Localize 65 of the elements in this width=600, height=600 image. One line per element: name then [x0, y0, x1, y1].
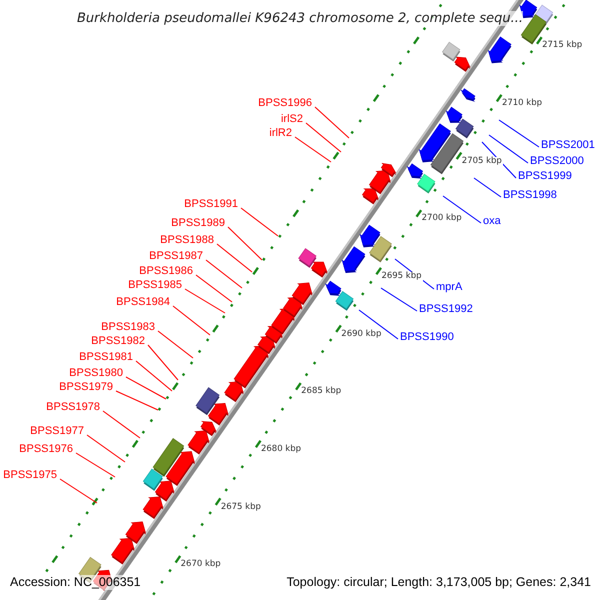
gene-label: BPSS1981 [79, 352, 133, 363]
gene-label: BPSS1999 [518, 171, 572, 182]
gene-label: BPSS1979 [59, 382, 113, 393]
scale-label: 2680 kbp [260, 444, 302, 454]
scale-label: 2695 kbp [380, 272, 423, 281]
gene-label: BPSS1985 [128, 280, 182, 291]
leader-line [148, 344, 178, 380]
gene-label: BPSS2000 [530, 156, 584, 167]
gene-label: BPSS1986 [139, 266, 193, 277]
leader-line [314, 106, 350, 138]
leader-line [126, 376, 166, 400]
leader-line [136, 360, 172, 392]
leader-line [380, 288, 418, 312]
gene-label: BPSS1984 [116, 297, 170, 308]
gene-label: BPSS1990 [400, 332, 454, 343]
gene-label: BPSS1983 [101, 322, 155, 333]
leader-line [172, 306, 210, 336]
gene-label: BPSS1980 [69, 368, 123, 379]
leader-line [116, 390, 158, 410]
scale-label: 2715 kbp [541, 41, 584, 50]
gene-label: irlS2 [280, 114, 303, 125]
leader-line [488, 134, 528, 164]
gene-label: BPSS2001 [541, 140, 595, 151]
gene-label: BPSS1996 [258, 98, 312, 109]
gene-label: BPSS1992 [419, 304, 473, 315]
scale-label: 2710 kbp [500, 99, 543, 108]
gene-label: BPSS1988 [160, 235, 214, 246]
scale-label: 2705 kbp [460, 156, 503, 166]
leader-line [76, 452, 116, 478]
gene-label: irlR2 [269, 128, 292, 139]
gene-label: BPSS1975 [3, 470, 57, 481]
accession-label: Accession: NC_006351 [10, 575, 141, 590]
gene-label: mprA [436, 282, 462, 293]
gene-label: BPSS1987 [149, 251, 203, 262]
gene-label: oxa [483, 216, 501, 227]
summary-label: Topology: circular; Length: 3,173,005 bp; Genes: 2,341 [286, 575, 591, 590]
leader-line [294, 136, 332, 162]
leader-line [306, 122, 342, 152]
gene-label: BPSS1982 [91, 336, 145, 347]
scale-label: 2690 kbp [340, 330, 382, 338]
leader-line [498, 120, 540, 148]
gene-label: BPSS1977 [30, 426, 84, 437]
leader-line [60, 478, 98, 504]
gene-label: BPSS1978 [46, 402, 100, 413]
gene-label: BPSS1976 [19, 444, 73, 455]
leader-line [184, 288, 226, 314]
leader-line [86, 434, 126, 462]
scale-label: 2685 kbp [300, 387, 342, 396]
gene-label: BPSS1989 [171, 218, 225, 229]
scale-label: 2675 kbp [220, 502, 262, 512]
leader-line [102, 410, 140, 438]
leader-line [158, 330, 194, 358]
gene-label: BPSS1991 [184, 199, 238, 210]
gene-label: BPSS1998 [503, 190, 557, 201]
scale-label: 2700 kbp [420, 214, 463, 223]
leader-line [442, 196, 482, 224]
leader-line [228, 226, 262, 260]
map-title: Burkholderia pseudomallei K96243 chromosome 2, complete sequ... [76, 11, 524, 26]
leader-line [196, 274, 232, 302]
leader-line [358, 310, 398, 340]
leader-line [240, 208, 278, 236]
scale-label: 2670 kbp [180, 560, 222, 569]
leader-line [216, 244, 252, 272]
leader-line [474, 178, 502, 198]
leader-line [206, 260, 242, 288]
